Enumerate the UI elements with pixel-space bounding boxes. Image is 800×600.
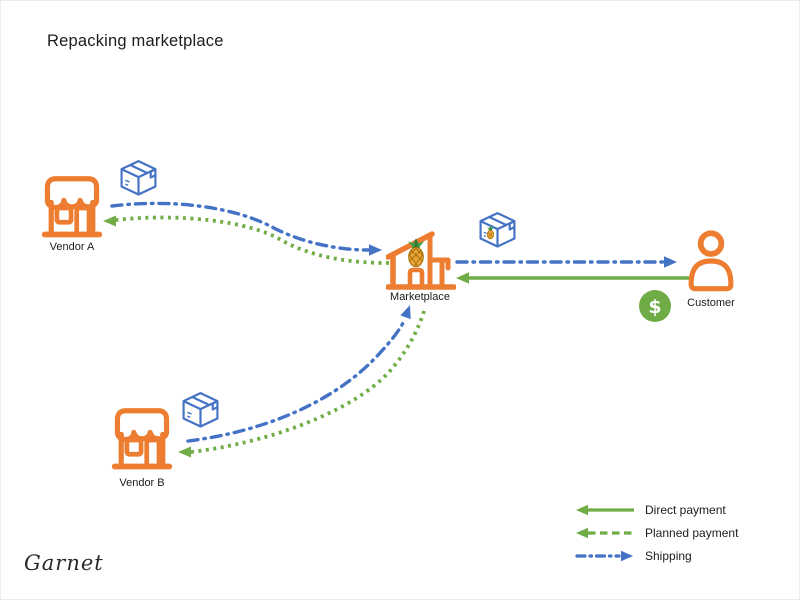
legend: Direct payment Planned payment Shipping	[574, 503, 738, 563]
dollar-symbol: $	[648, 296, 661, 318]
edge-shipping-marketplace-to-customer	[455, 256, 677, 268]
legend-label: Planned payment	[645, 526, 739, 540]
arrowhead	[178, 446, 191, 458]
package-icon	[115, 157, 162, 201]
legend-item-direct-payment: Direct payment	[574, 503, 738, 517]
arrowhead	[400, 305, 411, 320]
customer-label: Customer	[687, 297, 735, 309]
vendor-a-label: Vendor A	[49, 241, 95, 253]
edge-planned-marketplace-to-vendor-a	[103, 215, 390, 265]
arrowhead	[664, 256, 677, 268]
pineapple-icon	[408, 238, 424, 268]
direct-payment-arrow-icon	[576, 504, 634, 516]
legend-label: Shipping	[645, 549, 692, 563]
arrowhead	[456, 272, 469, 284]
legend-item-shipping: Shipping	[574, 549, 738, 563]
arrowhead	[369, 244, 382, 256]
planned-payment-arrow-icon	[576, 527, 632, 539]
package-with-pineapple-icon	[474, 209, 521, 253]
pineapple-icon	[486, 225, 494, 240]
marketplace-label: Marketplace	[390, 291, 450, 303]
marketplace-warehouse-icon	[386, 227, 456, 291]
vendor-b-storefront-icon	[108, 403, 176, 479]
package-icon	[177, 389, 224, 433]
customer-person-icon	[687, 228, 735, 294]
legend-label: Direct payment	[645, 503, 726, 517]
vendor-a-storefront-icon	[38, 171, 106, 247]
garnet-signature: Garnet	[24, 551, 104, 575]
edge-planned-marketplace-to-vendor-b	[178, 310, 426, 458]
legend-item-planned-payment: Planned payment	[574, 526, 738, 540]
edge-direct-customer-to-marketplace	[456, 272, 692, 284]
edge-shipping-vendor-a-to-marketplace	[110, 201, 382, 256]
dollar-coin-icon: $	[638, 289, 672, 323]
shipping-arrow-icon	[575, 550, 633, 562]
vendor-b-label: Vendor B	[119, 477, 165, 489]
page-title: Repacking marketplace	[47, 32, 224, 50]
